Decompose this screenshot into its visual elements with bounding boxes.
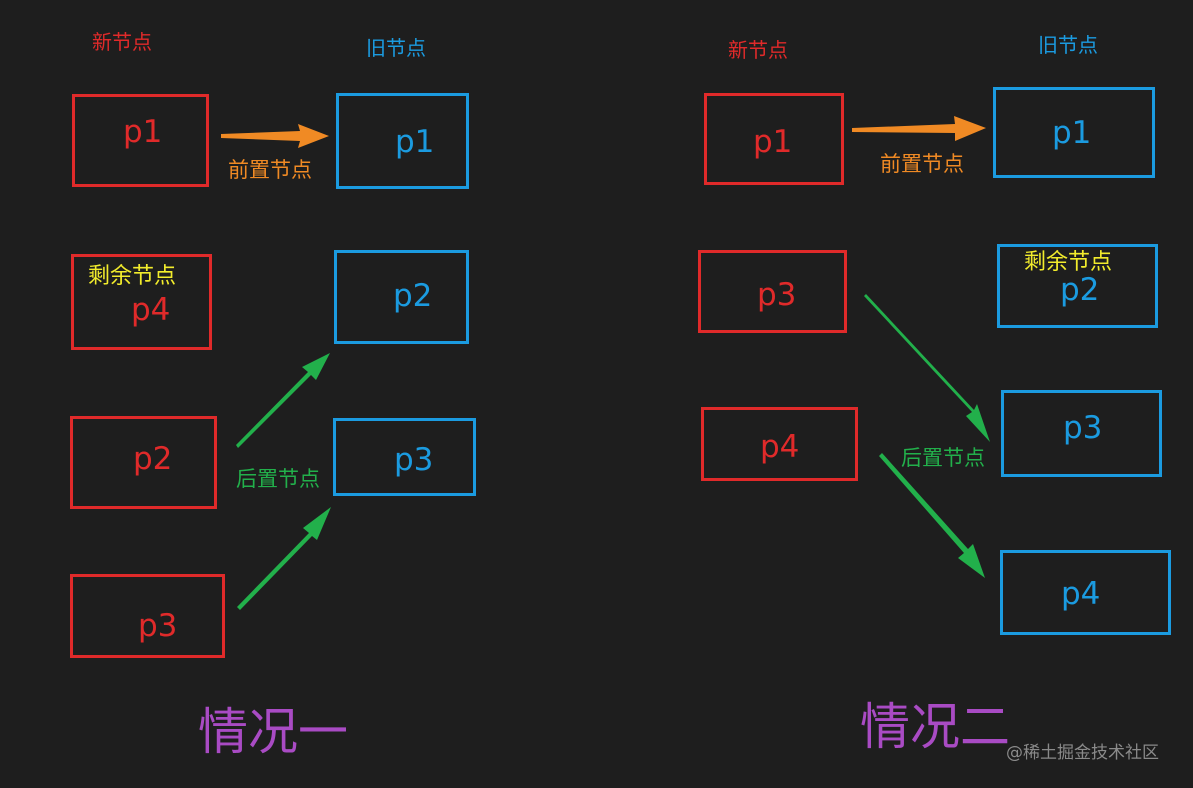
right-new-node-2: p3 (698, 250, 847, 333)
node-label: p1 (123, 114, 163, 150)
node-label: p2 (393, 278, 433, 314)
node-label: p1 (753, 124, 793, 160)
node-label: p1 (395, 124, 435, 160)
left-title: 情况一 (198, 703, 348, 761)
right-old-header: 旧节点 (1038, 33, 1098, 57)
right-back-label: 后置节点 (901, 446, 985, 470)
back-arrow-right-upper (864, 294, 990, 442)
left-new-node-2: p4 (71, 254, 212, 350)
front-arrow-right (852, 116, 986, 141)
left-front-label: 前置节点 (228, 158, 312, 182)
right-remaining-label: 剩余节点 (1024, 250, 1113, 275)
node-label: p3 (138, 608, 178, 644)
right-old-node-4: p4 (1000, 550, 1171, 635)
left-new-node-4: p3 (70, 574, 225, 658)
left-old-header: 旧节点 (366, 36, 426, 60)
back-arrow-left-upper (236, 353, 330, 448)
left-new-header: 新节点 (92, 30, 152, 54)
right-old-node-2: p2 (997, 244, 1158, 328)
right-front-label: 前置节点 (880, 152, 964, 176)
watermark: @稀土掘金技术社区 (1006, 743, 1159, 763)
right-new-node-3: p4 (701, 407, 858, 481)
node-label: p3 (757, 277, 797, 313)
left-old-node-3: p3 (333, 418, 476, 496)
node-label: p1 (1052, 115, 1092, 151)
node-label: p4 (1061, 576, 1101, 612)
right-new-node-1: p1 (704, 93, 844, 185)
right-old-node-3: p3 (1001, 390, 1162, 477)
node-label: p4 (760, 429, 800, 465)
node-label: p2 (1060, 272, 1100, 308)
back-arrow-right-lower (879, 453, 985, 578)
node-label: p2 (133, 441, 173, 477)
right-title: 情况二 (860, 698, 1010, 756)
node-label: p3 (394, 442, 434, 478)
right-new-header: 新节点 (728, 38, 788, 62)
right-old-node-1: p1 (993, 87, 1155, 178)
left-back-label: 后置节点 (236, 467, 320, 491)
node-label: p4 (131, 292, 171, 328)
left-old-node-1: p1 (336, 93, 469, 189)
left-new-node-3: p2 (70, 416, 217, 509)
left-old-node-2: p2 (334, 250, 469, 344)
node-label: p3 (1063, 410, 1103, 446)
back-arrow-left-lower (237, 507, 331, 610)
front-arrow-left (221, 124, 329, 148)
left-new-node-1: p1 (72, 94, 209, 187)
left-remaining-label: 剩余节点 (88, 264, 177, 289)
